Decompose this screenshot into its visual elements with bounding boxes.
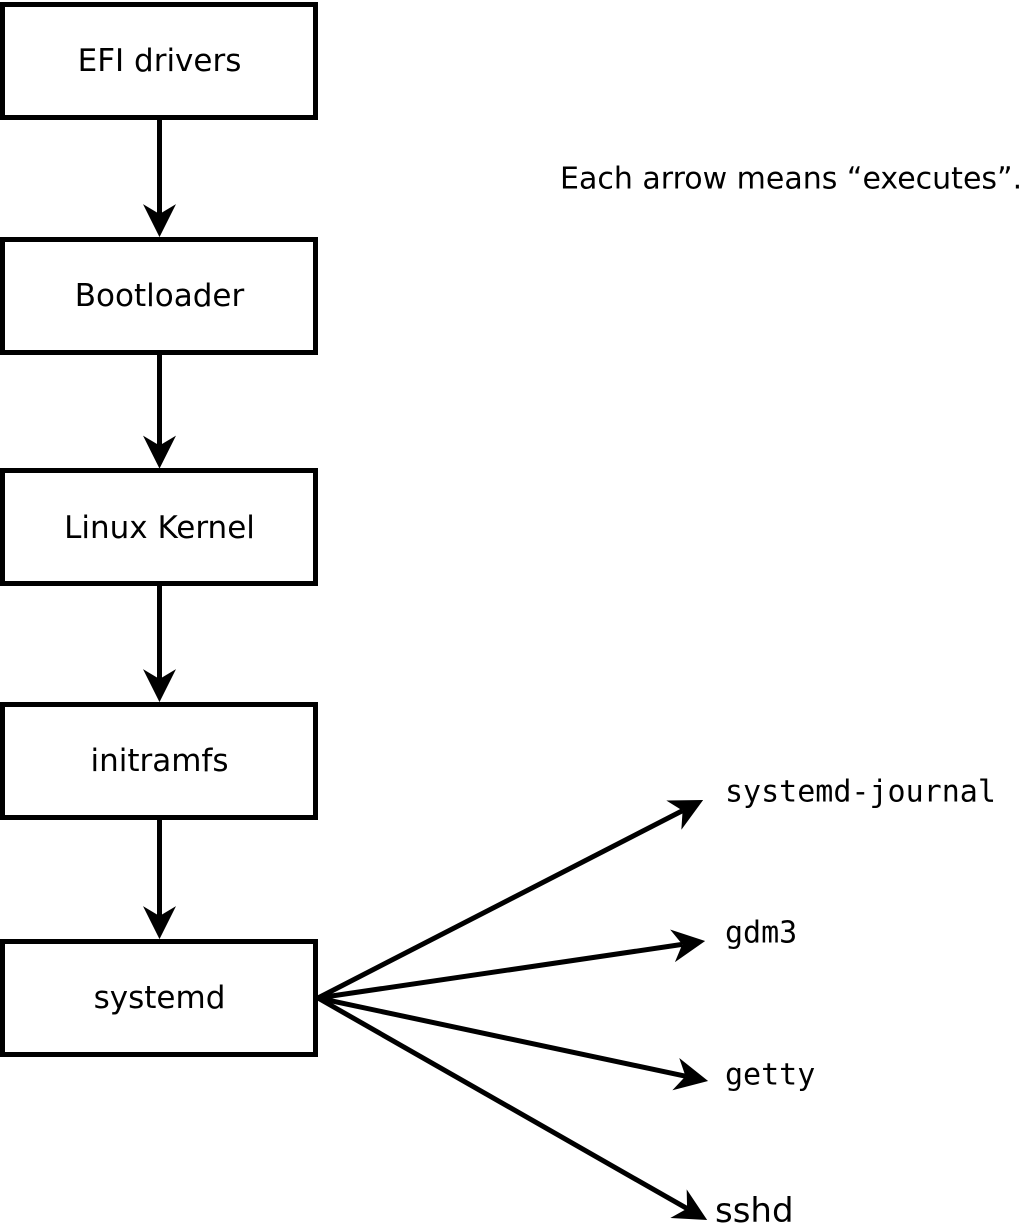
node-systemd: systemd — [0, 939, 318, 1057]
arrow-systemd-to-getty — [317, 995, 709, 1091]
node-label-bootloader: Bootloader — [75, 278, 245, 314]
node-label-systemd: systemd — [94, 980, 226, 1016]
node-initramfs: initramfs — [0, 702, 318, 820]
arrow-systemd-to-gdm3 — [317, 929, 706, 1001]
node-linux-kernel: Linux Kernel — [0, 468, 318, 586]
process-label-getty: getty — [725, 1058, 815, 1093]
node-label-efi-drivers: EFI drivers — [78, 43, 242, 79]
arrow-systemd-to-sshd — [316, 995, 708, 1221]
arrow-meaning-note: Each arrow means “executes”. — [560, 162, 1022, 197]
arrow-systemd-to-systemd-journal — [316, 800, 704, 1001]
node-efi-drivers: EFI drivers — [0, 2, 318, 120]
node-box — [0, 2, 318, 120]
node-bootloader: Bootloader — [0, 237, 318, 355]
process-label-gdm3: gdm3 — [725, 916, 797, 951]
node-box — [0, 939, 318, 1057]
process-label-systemd-journal: systemd-journal — [725, 775, 996, 810]
node-label-initramfs: initramfs — [90, 743, 228, 779]
process-label-sshd: sshd — [715, 1191, 794, 1230]
node-box — [0, 237, 318, 355]
node-box — [0, 468, 318, 586]
node-box — [0, 702, 318, 820]
node-label-linux-kernel: Linux Kernel — [64, 510, 255, 546]
